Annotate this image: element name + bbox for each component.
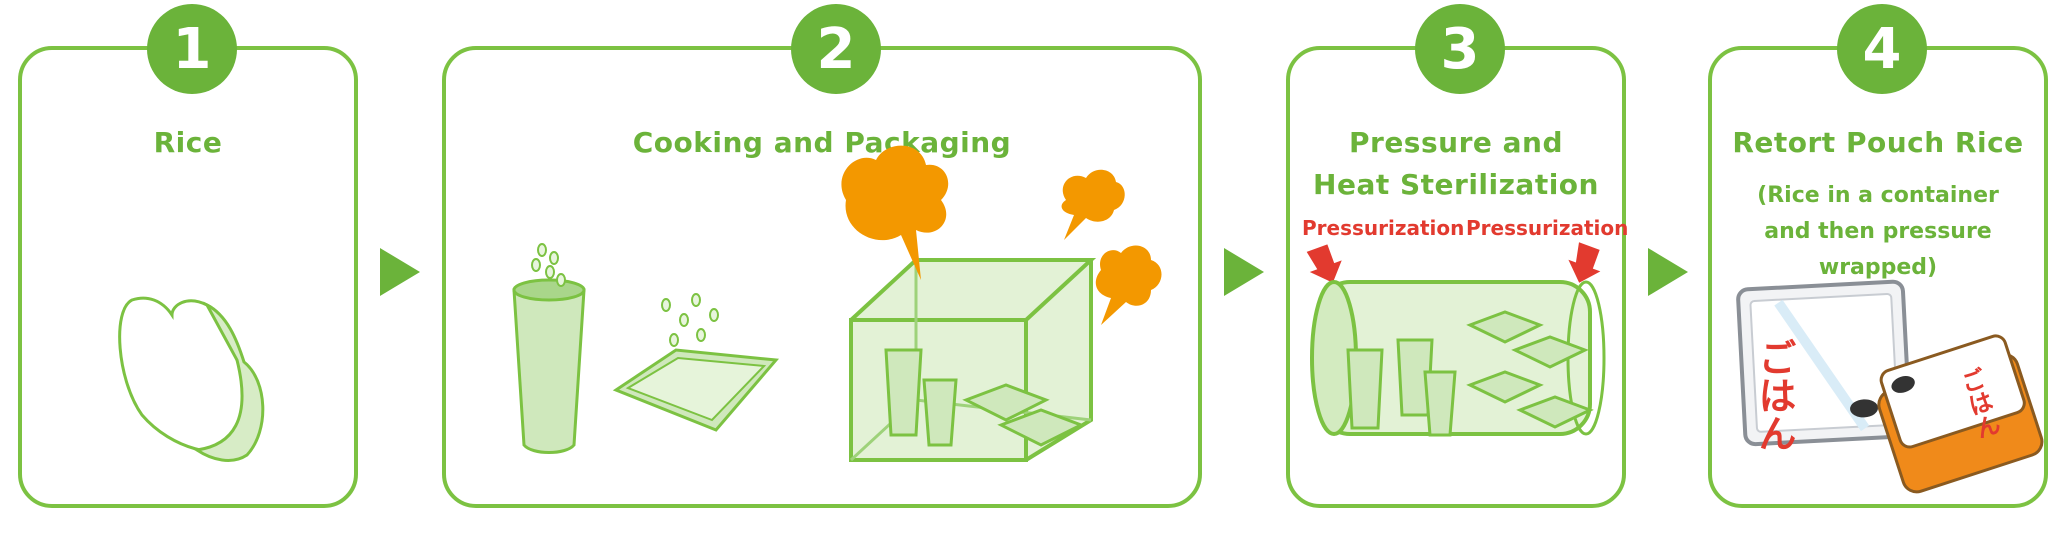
step-title: Pressure and Heat Sterilization [1313,126,1599,201]
cooking-tray-icon [612,293,780,432]
tray-icon [1877,334,2044,494]
pressurization-label-left: Pressurization [1302,216,1465,240]
retort-pouch-illustration: ごはん ごはん [1736,279,2044,494]
pouch-brand-text: ごはん [1752,338,1796,452]
step-number-badge: 2 [791,4,881,94]
flow-arrow [1648,248,1688,296]
step-title: Rice [153,126,223,159]
step-panel-sterilization: 3 Pressure and Heat Sterilization Pressu… [1286,4,1629,508]
step-number-badge: 3 [1415,4,1505,94]
step-panel-retort-pouch: 4 Retort Pouch Rice (Rice in a container… [1708,4,2048,508]
step-number-badge: 4 [1837,4,1927,94]
cooking-cup-icon [512,243,586,454]
flow-arrow [1224,248,1264,296]
step-panel-rice: 1 Rice [18,4,358,508]
cooking-illustration [512,145,1162,462]
step-subtitle: (Rice in a container and then pressure w… [1757,183,1999,280]
steam-box-icon [841,145,1162,462]
step-number-badge: 1 [147,4,237,94]
pressure-arrow-icon [1306,242,1601,283]
step-title: Retort Pouch Rice [1732,126,2024,159]
pouch-icon [1736,279,1913,447]
step-panel-cooking: 2 Cooking and Packaging [442,4,1202,508]
sterilization-drum-illustration [1306,242,1606,437]
rice-grain-illustration [118,296,265,462]
flow-arrow [380,248,420,296]
step-title: Cooking and Packaging [632,126,1012,159]
pressurization-label-right: Pressurization [1466,216,1629,240]
